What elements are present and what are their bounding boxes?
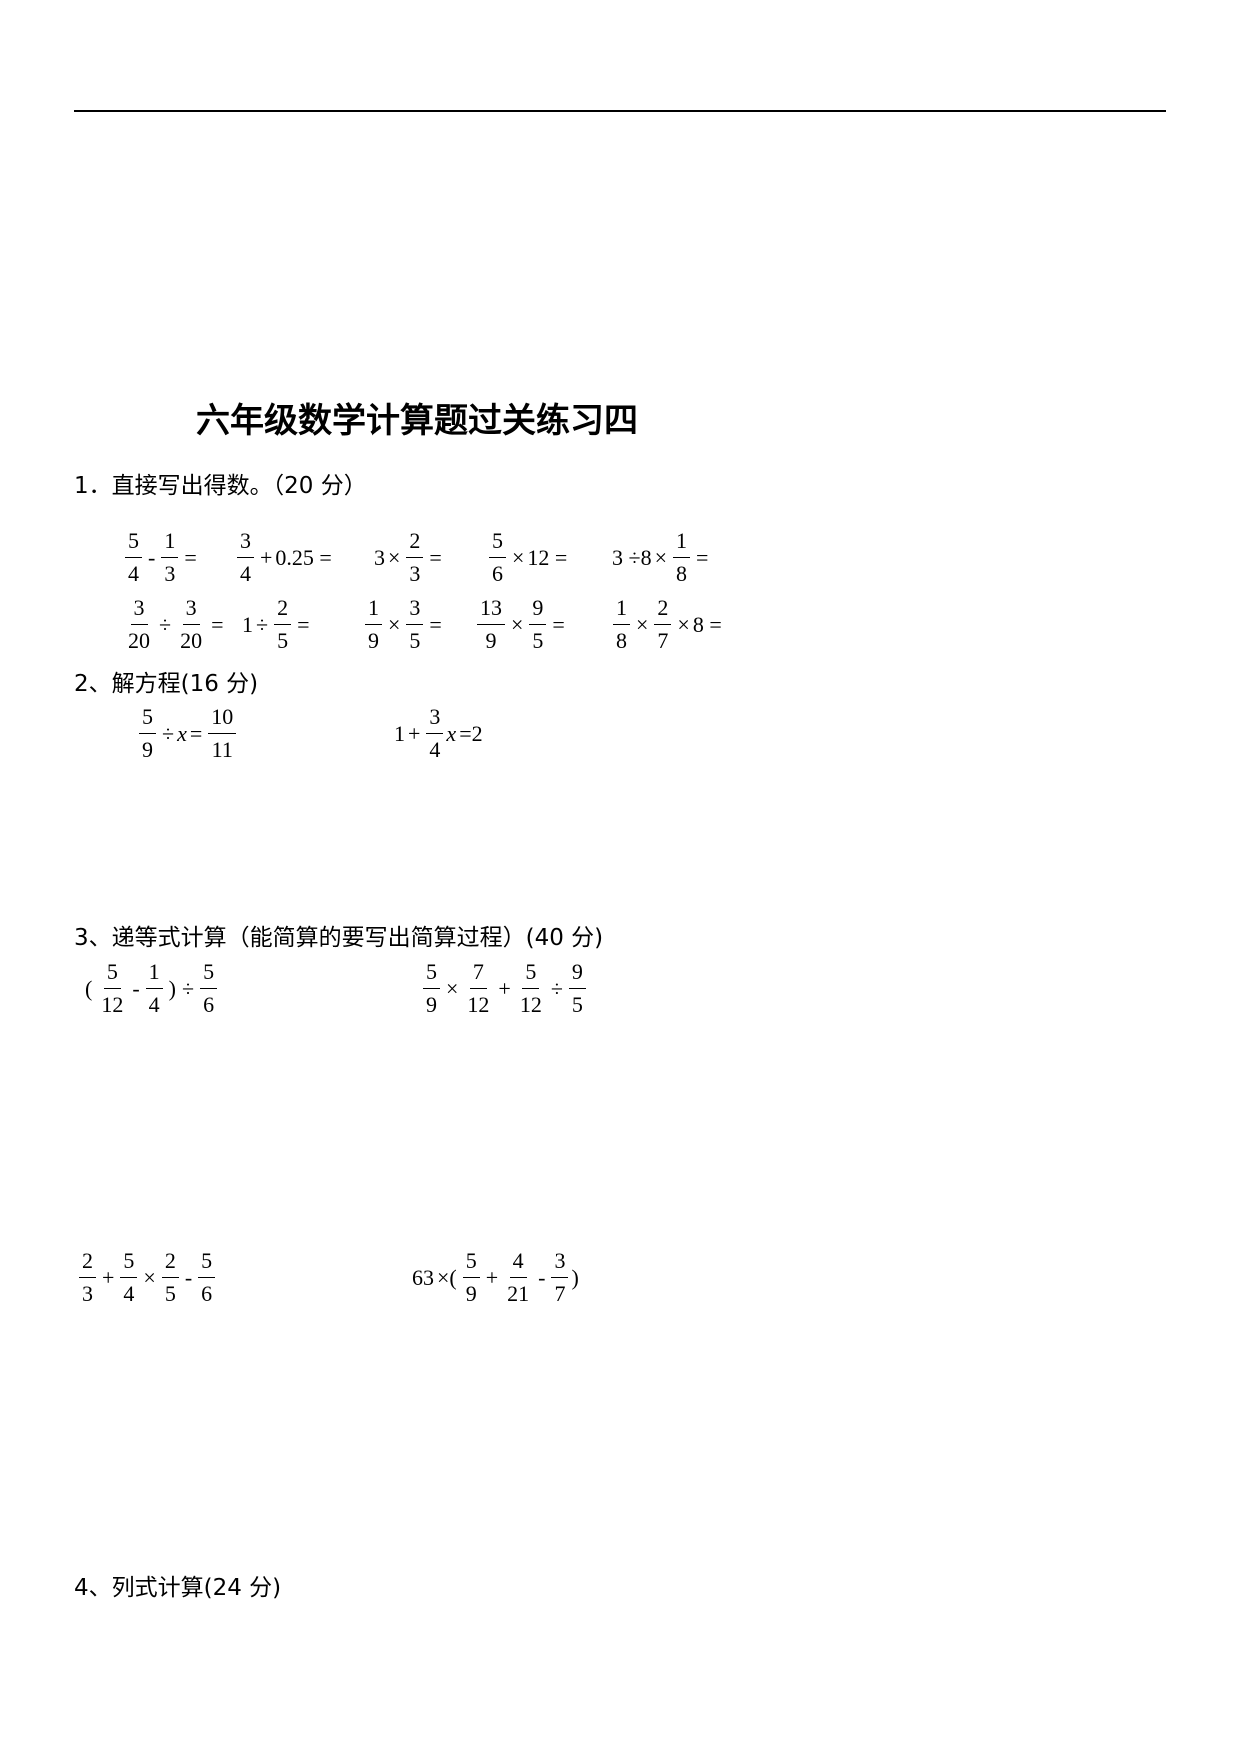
section2-heading: 2、解方程(16 分) <box>74 671 259 697</box>
section1-heading: 1．直接写出得数。（20 分） <box>74 473 367 499</box>
section3-heading: 3、递等式计算（能简算的要写出简算过程）(40 分) <box>74 925 604 951</box>
section4-heading: 4、列式计算(24 分) <box>74 1575 282 1601</box>
top-rule <box>74 110 1166 112</box>
page-title: 六年级数学计算题过关练习四 <box>196 401 638 441</box>
